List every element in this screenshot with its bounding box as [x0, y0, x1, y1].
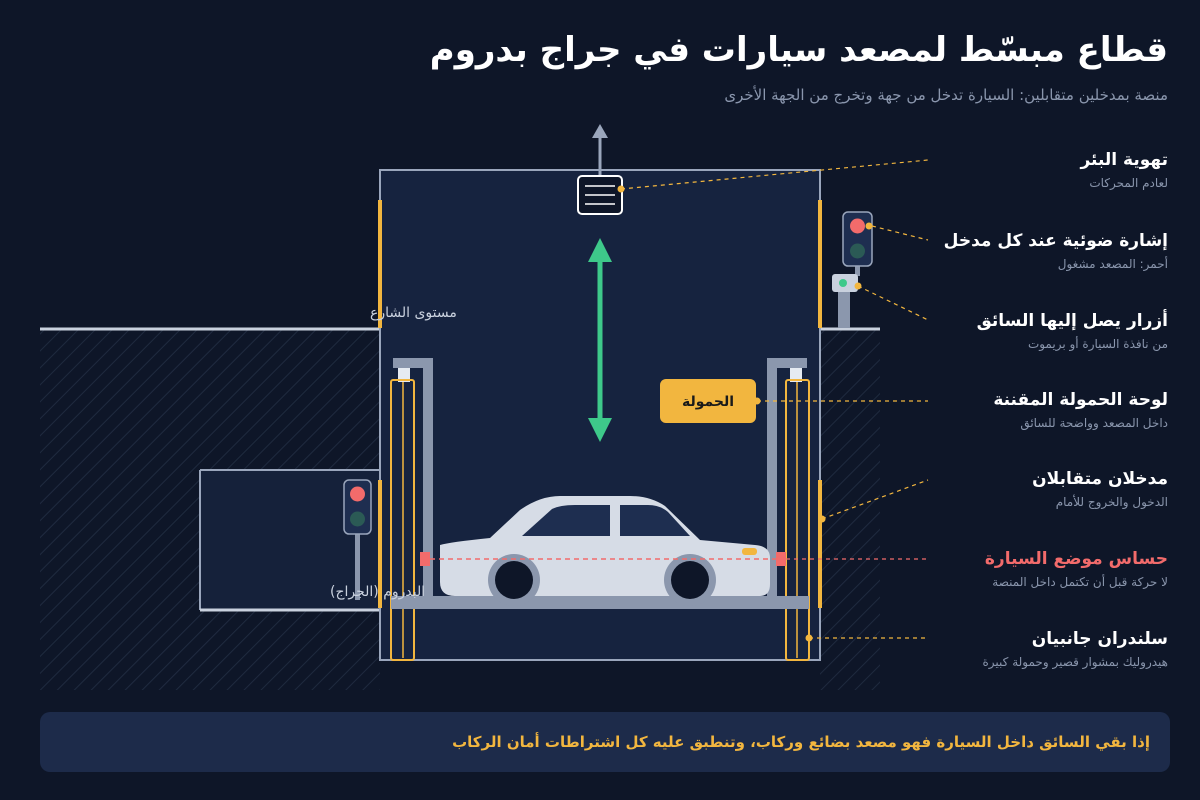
- vent-up-arrow-icon: [592, 124, 608, 138]
- vent-grille-icon: [577, 175, 623, 215]
- payload-plate-label: الحمولة: [682, 394, 734, 410]
- callout-subtitle: أحمر: المصعد مشغول: [1057, 257, 1168, 271]
- traffic-light-street-icon: [842, 211, 873, 276]
- callout-title: إشارة ضوئية عند كل مدخل: [943, 231, 1168, 251]
- callout-leader-lines: [620, 159, 929, 639]
- callout-subtitle: هيدروليك بمشوار قصير وحمولة كبيرة: [982, 655, 1168, 669]
- callout-traffic-light: إشارة ضوئية عند كل مدخل أحمر: المصعد مشغ…: [944, 231, 1168, 271]
- page-title: قطاع مبسّط لمصعد سيارات في جراج بدروم: [429, 30, 1168, 70]
- street-level-label: مستوى الشارع: [370, 305, 457, 321]
- callout-subtitle: الدخول والخروج للأمام: [1055, 495, 1168, 509]
- callout-title: لوحة الحمولة المقننة: [993, 390, 1168, 410]
- callout-title: تهوية البئر: [1080, 150, 1168, 170]
- basement-label: البدروم (الجراج): [330, 584, 425, 600]
- callout-title: أزرار يصل إليها السائق: [976, 311, 1168, 331]
- footer-note-text: إذا بقي السائق داخل السيارة فهو مصعد بضا…: [452, 733, 1150, 751]
- callout-title: حساس موضع السيارة: [984, 549, 1168, 569]
- page-subtitle: منصة بمدخلين متقابلين: السيارة تدخل من ج…: [724, 86, 1168, 104]
- callout-subtitle: داخل المصعد وواضحة للسائق: [1020, 416, 1168, 430]
- car-position-sensor: [420, 552, 786, 566]
- car-icon: [440, 496, 770, 606]
- payload-plate: [660, 379, 756, 423]
- callout-side-cylinders: سلندران جانبيان هيدروليك بمشوار قصير وحم…: [983, 629, 1168, 669]
- callout-subtitle: لعادم المحركات: [1089, 176, 1168, 190]
- traffic-light-basement-icon: [343, 479, 372, 600]
- ground-hatch: [40, 330, 880, 690]
- left-cylinder: [390, 358, 433, 661]
- right-cylinder: [767, 358, 810, 661]
- callout-subtitle: لا حركة قبل أن تكتمل داخل المنصة: [992, 575, 1168, 589]
- footer-note-box: إذا بقي السائق داخل السيارة فهو مصعد بضا…: [40, 712, 1170, 772]
- lift-platform: [391, 596, 809, 609]
- callout-shaft-ventilation: تهوية البئر لعادم المحركات: [1080, 150, 1168, 190]
- driver-button-pedestal-icon: [832, 274, 858, 328]
- callout-car-position-sensor: حساس موضع السيارة لا حركة قبل أن تكتمل د…: [985, 549, 1168, 589]
- callout-title: سلندران جانبيان: [1031, 629, 1168, 649]
- callout-title: مدخلان متقابلان: [1032, 469, 1168, 489]
- callout-driver-buttons: أزرار يصل إليها السائق من نافذة السيارة …: [977, 311, 1168, 351]
- callout-subtitle: من نافذة السيارة أو بريموت: [1027, 337, 1168, 351]
- up-down-arrow-icon: [588, 238, 612, 442]
- callout-opposite-entrances: مدخلان متقابلان الدخول والخروج للأمام: [1032, 469, 1168, 509]
- callout-payload-plate: لوحة الحمولة المقننة داخل المصعد وواضحة …: [993, 390, 1168, 430]
- entrance-markers: [378, 200, 822, 608]
